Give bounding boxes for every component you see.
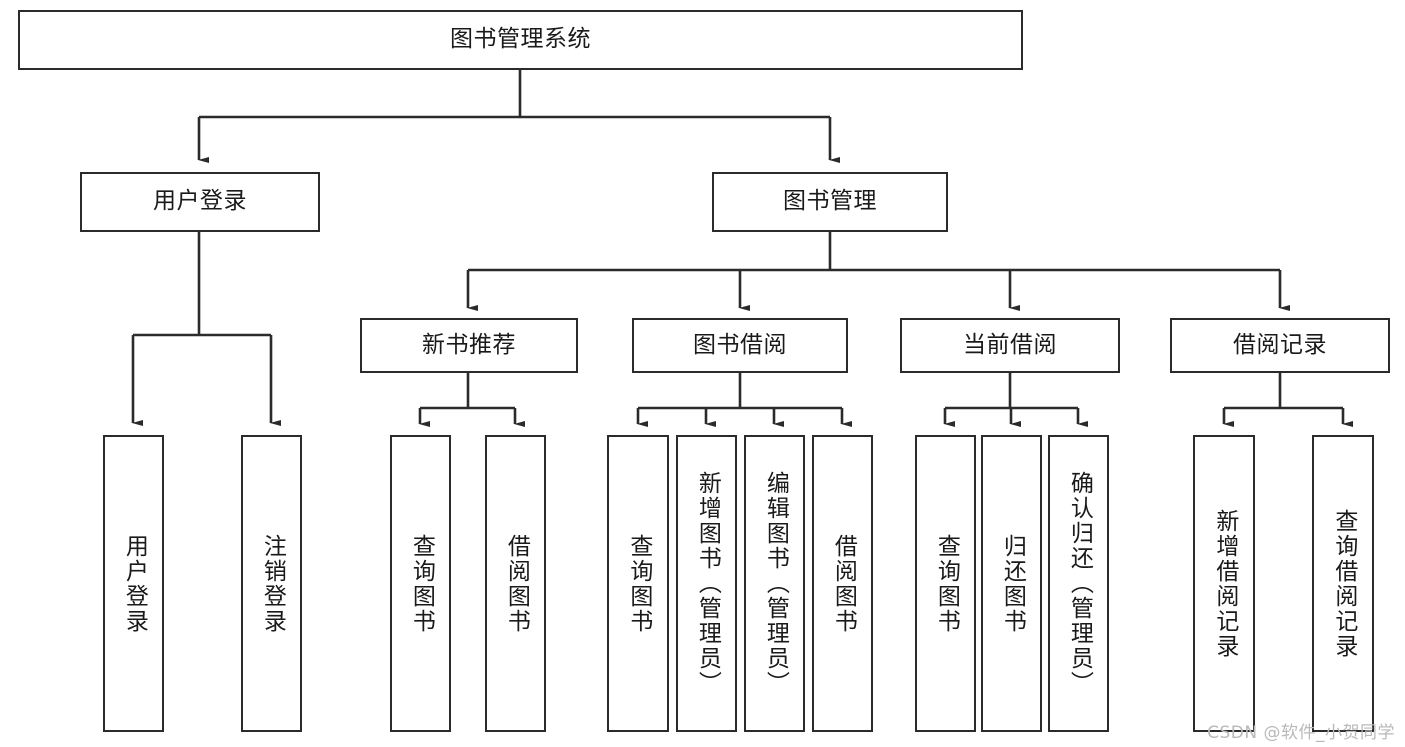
node-current-borrow[interactable]: 当前借阅 (900, 318, 1120, 373)
leaf-add-book-admin[interactable]: 新增图书（管理员） (676, 435, 737, 732)
node-label: 用户登录 (121, 533, 148, 634)
node-user-login[interactable]: 用户登录 (80, 172, 320, 232)
csdn-watermark: CSDN @软件_小贺同学 (1207, 723, 1395, 743)
node-label: 新书推荐 (422, 331, 516, 358)
leaf-query-borrow-record[interactable]: 查询借阅记录 (1312, 435, 1374, 732)
node-label: 借阅图书 (503, 533, 530, 634)
leaf-borrow-books-recommend[interactable]: 借阅图书 (485, 435, 546, 732)
node-label: 查询图书 (933, 533, 960, 634)
node-new-book-recommend[interactable]: 新书推荐 (360, 318, 578, 373)
node-root-system[interactable]: 图书管理系统 (18, 10, 1023, 70)
leaf-confirm-return-admin[interactable]: 确认归还（管理员） (1048, 435, 1109, 732)
node-label: 图书管理 (783, 188, 877, 215)
node-label: 查询借阅记录 (1330, 508, 1357, 659)
leaf-query-books-borrow[interactable]: 查询图书 (607, 435, 669, 732)
leaf-query-books-recommend[interactable]: 查询图书 (390, 435, 451, 732)
node-label: 新增借阅记录 (1211, 508, 1238, 659)
node-label: 确认归还（管理员） (1066, 471, 1093, 696)
node-label: 查询图书 (408, 533, 435, 634)
node-label: 借阅图书 (830, 533, 857, 634)
leaf-logout[interactable]: 注销登录 (241, 435, 302, 732)
node-label: 借阅记录 (1233, 331, 1327, 358)
leaf-add-borrow-record[interactable]: 新增借阅记录 (1193, 435, 1255, 732)
node-label: 图书管理系统 (450, 26, 591, 53)
leaf-borrow-books[interactable]: 借阅图书 (812, 435, 873, 732)
leaf-query-books-current[interactable]: 查询图书 (915, 435, 976, 732)
node-book-borrow[interactable]: 图书借阅 (632, 318, 848, 373)
node-label: 归还图书 (999, 533, 1026, 634)
node-book-management[interactable]: 图书管理 (712, 172, 948, 232)
node-label: 新增图书（管理员） (694, 471, 721, 696)
node-borrow-records[interactable]: 借阅记录 (1170, 318, 1390, 373)
leaf-edit-book-admin[interactable]: 编辑图书（管理员） (744, 435, 805, 732)
leaf-return-books[interactable]: 归还图书 (981, 435, 1042, 732)
node-label: 注销登录 (259, 533, 286, 634)
node-label: 图书借阅 (693, 331, 787, 358)
node-label: 查询图书 (625, 533, 652, 634)
node-label: 当前借阅 (963, 331, 1057, 358)
node-label: 用户登录 (153, 188, 247, 215)
leaf-user-login[interactable]: 用户登录 (103, 435, 164, 732)
node-label: 编辑图书（管理员） (762, 471, 789, 696)
